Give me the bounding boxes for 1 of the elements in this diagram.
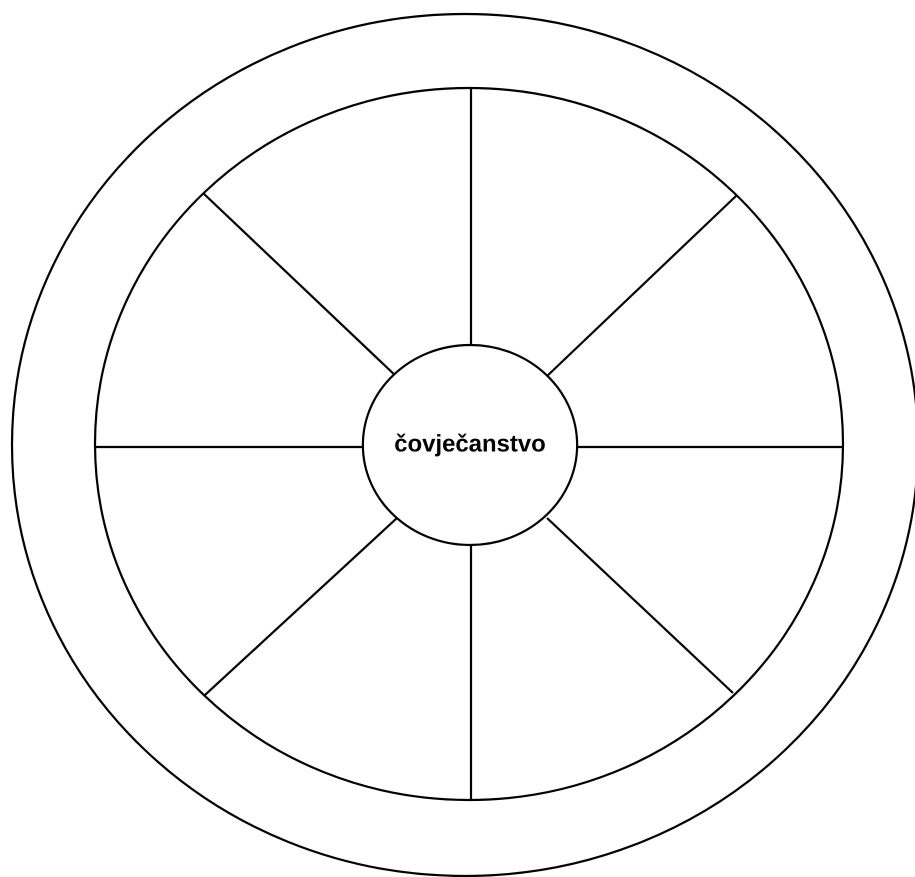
ring-circle — [94, 86, 844, 802]
